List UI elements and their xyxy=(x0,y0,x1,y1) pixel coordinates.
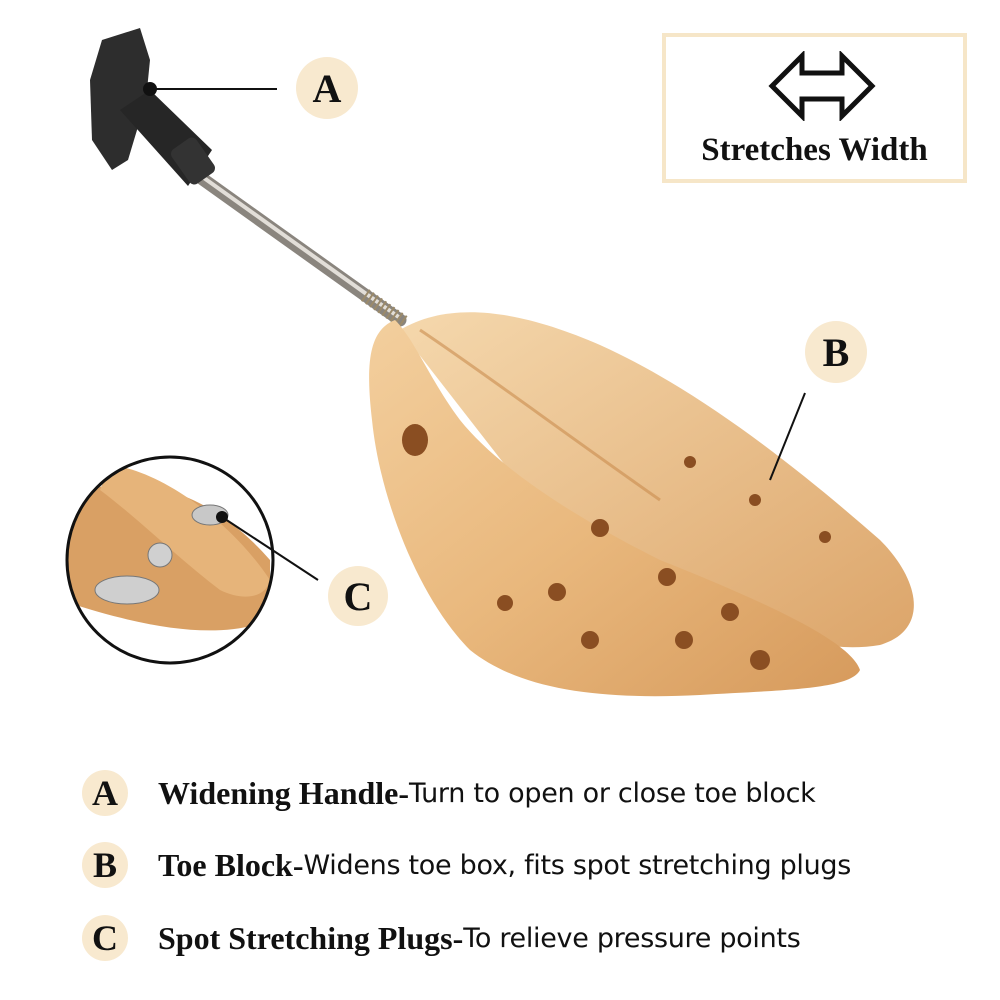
legend-badge: B xyxy=(82,842,128,888)
toe-block xyxy=(369,312,914,697)
legend-description: To relieve pressure points xyxy=(463,922,801,954)
legend-badge: C xyxy=(82,915,128,961)
legend-item-b: B Toe Block - Widens toe box, fits spot … xyxy=(82,840,851,890)
legend-description: Widens toe box, fits spot stretching plu… xyxy=(303,849,852,881)
marker-b: B xyxy=(805,321,867,383)
legend-term: Spot Stretching Plugs xyxy=(158,919,453,956)
legend-term: Widening Handle xyxy=(158,774,399,811)
legend-separator: - xyxy=(452,919,464,956)
stretches-width-label: Stretches Width xyxy=(701,132,928,168)
marker-a: A xyxy=(296,57,358,119)
legend-separator: - xyxy=(292,846,304,883)
legend-badge: A xyxy=(82,770,128,816)
threaded-rod xyxy=(183,163,410,329)
leader-lines xyxy=(143,82,806,581)
legend-item-a: A Widening Handle - Turn to open or clos… xyxy=(82,768,816,818)
legend-description: Turn to open or close toe block xyxy=(409,777,816,809)
legend-separator: - xyxy=(398,774,410,811)
inset-detail-plugs xyxy=(65,455,275,665)
shoe-stretcher-illustration xyxy=(65,28,914,697)
legend-term: Toe Block xyxy=(158,846,293,883)
stretches-width-callout: Stretches Width xyxy=(662,33,967,183)
legend-item-c: C Spot Stretching Plugs - To relieve pre… xyxy=(82,913,801,963)
marker-c: C xyxy=(328,566,388,626)
double-arrow-horizontal-icon xyxy=(768,51,876,121)
widening-handle xyxy=(90,28,215,186)
